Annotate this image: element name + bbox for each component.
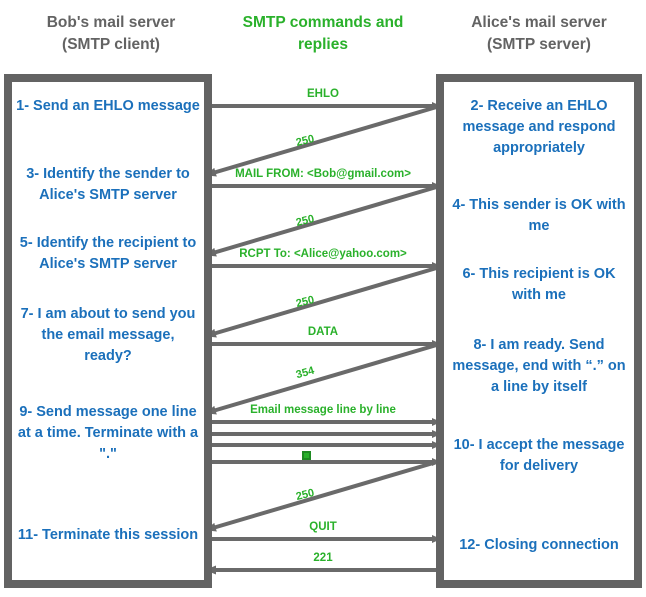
column-title-commands: SMTP commands and replies bbox=[223, 12, 423, 56]
label-mail-from-bob-gmail-com-: MAIL FROM: <Bob@gmail.com> bbox=[235, 168, 411, 180]
client-step-7: 7- I am about to send you the email mess… bbox=[20, 306, 196, 364]
arrow-250 bbox=[205, 104, 441, 177]
column-title-server-line1: Alice's mail server bbox=[471, 14, 607, 31]
client-step-5: 5- Identify the recipient to Alice's SMT… bbox=[19, 235, 197, 272]
client-steps-list: 1- Send an EHLO message 3- Identify the s… bbox=[12, 82, 204, 580]
arrow-250 bbox=[205, 184, 441, 257]
server-step-2: 2- Receive an EHLO message and respond a… bbox=[462, 98, 616, 156]
label-quit: QUIT bbox=[309, 521, 337, 533]
column-title-server-line2: (SMTP server) bbox=[487, 36, 591, 53]
label-rcpt-to-alice-yahoo-com-: RCPT To: <Alice@yahoo.com> bbox=[239, 248, 407, 260]
arrow-layer bbox=[205, 102, 441, 575]
client-step-9: 9- Send message one line at a time. Term… bbox=[17, 404, 199, 462]
arrow-250 bbox=[205, 265, 441, 338]
column-title-commands-line2: replies bbox=[298, 36, 348, 53]
server-steps-list: 2- Receive an EHLO message and respond a… bbox=[444, 82, 634, 580]
column-title-server: Alice's mail server (SMTP server) bbox=[434, 12, 644, 56]
server-step-4: 4- This sender is OK with me bbox=[452, 197, 626, 234]
label-ehlo: EHLO bbox=[307, 88, 339, 100]
server-step-10: 10- I accept the message for delivery bbox=[453, 437, 625, 474]
label-221: 221 bbox=[313, 552, 333, 564]
label-data: DATA bbox=[307, 326, 339, 338]
server-step-6: 6- This recipient is OK with me bbox=[462, 266, 616, 303]
arrow-354 bbox=[205, 342, 441, 415]
column-title-commands-line1: SMTP commands and bbox=[242, 14, 404, 31]
client-step-11: 11- Terminate this session bbox=[17, 527, 199, 543]
arrow-250 bbox=[205, 459, 441, 532]
client-panel: 1- Send an EHLO message 3- Identify the s… bbox=[4, 74, 212, 588]
client-step-1: 1- Send an EHLO message bbox=[16, 98, 200, 114]
column-title-client: Bob's mail server (SMTP client) bbox=[6, 12, 216, 56]
end-of-message-dot bbox=[302, 451, 311, 460]
server-step-12: 12- Closing connection bbox=[459, 537, 619, 553]
server-panel: 2- Receive an EHLO message and respond a… bbox=[436, 74, 642, 588]
column-title-client-line2: (SMTP client) bbox=[62, 36, 160, 53]
client-step-3: 3- Identify the sender to Alice's SMTP s… bbox=[26, 166, 190, 203]
label-email-message-line-by-line: Email message line by line bbox=[250, 404, 396, 416]
column-title-client-line1: Bob's mail server bbox=[46, 14, 176, 31]
server-step-8: 8- I am ready. Send message, end with “.… bbox=[452, 337, 626, 395]
